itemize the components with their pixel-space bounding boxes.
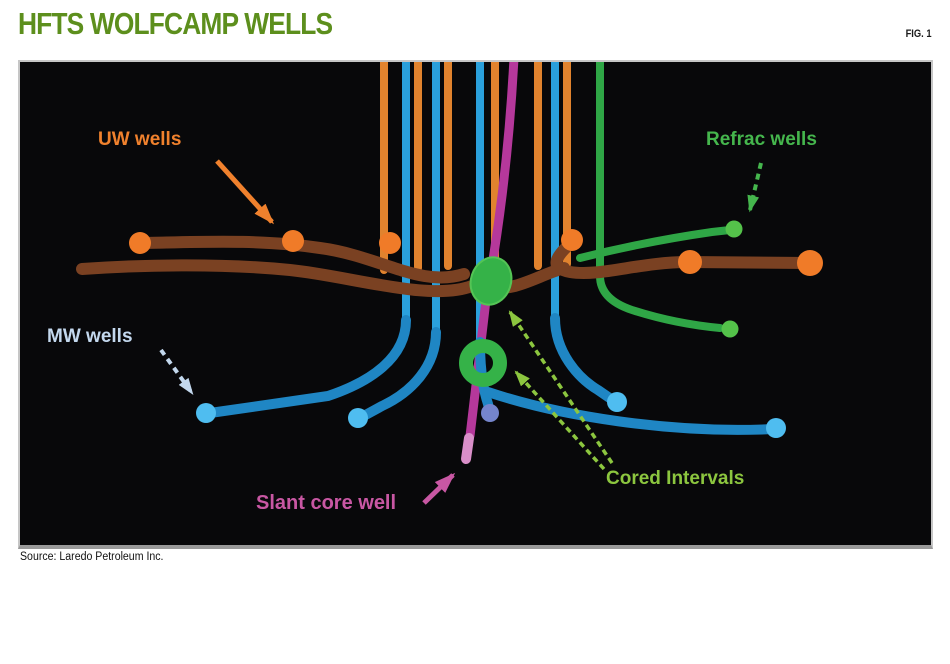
mw-well-dots — [196, 392, 786, 438]
wells-3d-diagram — [76, 62, 823, 505]
uw-well-dots — [129, 229, 823, 276]
refrac-wells — [576, 62, 743, 338]
cored-intervals-arrow-upper — [508, 310, 614, 464]
refrac-wells-arrow — [747, 162, 763, 213]
figure-number-label: FIG. 1 — [906, 28, 932, 40]
slant-core-well-arrow — [422, 472, 456, 505]
slant-core-well-label: Slant core well — [256, 492, 397, 514]
page-title: HFTS WOLFCAMP WELLS — [18, 6, 333, 41]
mw-wells-arrow — [159, 348, 194, 395]
refrac-well-toe-dot — [725, 220, 743, 238]
refrac-well-toe-dot — [721, 320, 739, 338]
slant-core-well-tip — [461, 433, 474, 464]
cored-intervals-arrow-lower — [514, 370, 606, 471]
cored-interval-markers — [459, 256, 513, 387]
annotation-arrows — [159, 159, 763, 505]
source-credit: Source: Laredo Petroleum Inc. — [20, 551, 164, 563]
uw-vertical-wells — [380, 62, 571, 274]
cored-intervals-label: Cored Intervals — [606, 468, 745, 489]
mw-wells-label: MW wells — [47, 326, 133, 347]
uw-wells-label: UW wells — [98, 129, 182, 150]
wells-figure-panel: UW wells Refrac wells MW wells Slant cor… — [18, 60, 933, 549]
uw-wells-arrow — [215, 159, 275, 225]
refrac-wells-label: Refrac wells — [706, 129, 817, 150]
